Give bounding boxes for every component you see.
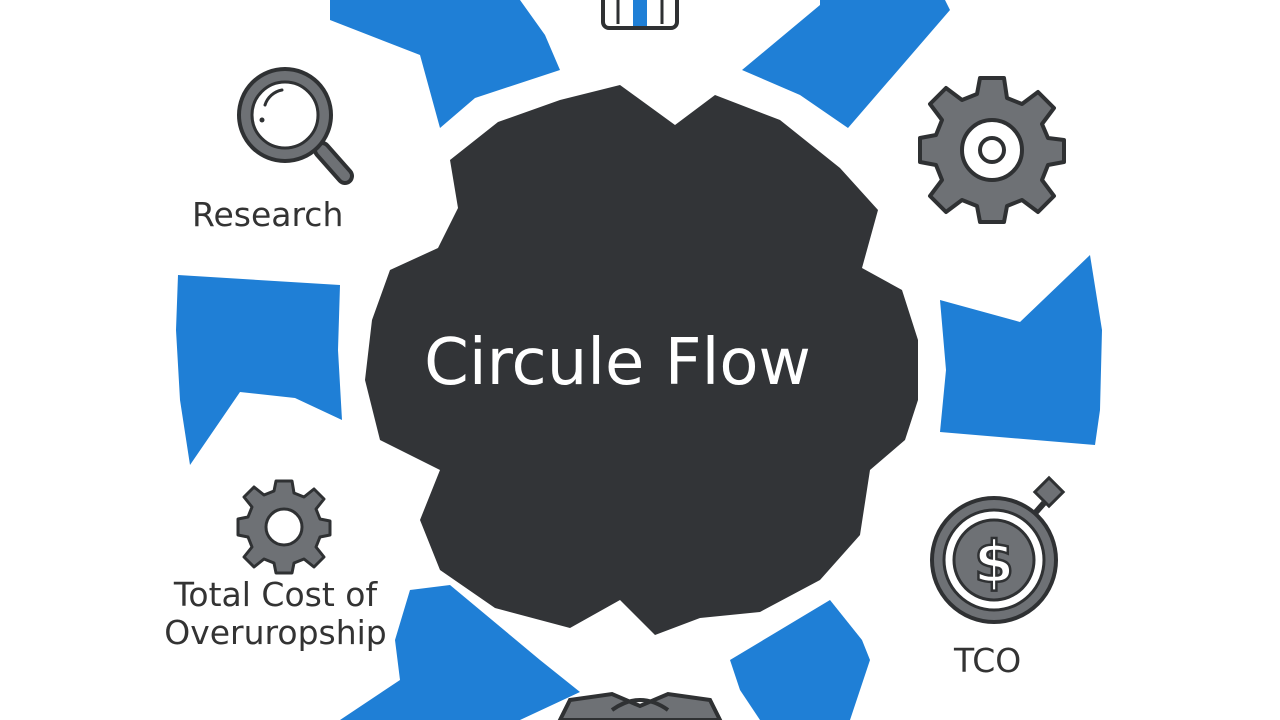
label-total-cost: Total Cost of Overuropship [153,576,398,652]
center-title: Circule Flow [424,326,811,400]
arrow-segment-bottom-right [730,600,870,720]
center-blob [365,85,918,635]
svg-text:$: $ [974,528,1014,596]
handshake-icon [557,691,723,720]
magnifier-icon [237,67,354,185]
arrow-segment-right [940,255,1102,445]
label-total-cost-line2: Overuropship [164,612,387,652]
arrow-segment-top-right [742,0,950,128]
briefcase-icon [601,0,679,30]
arrow-segment-bottom-left [340,585,580,720]
label-research: Research [192,195,344,234]
arrow-segment-left [176,275,342,465]
gear-icon [918,76,1066,224]
arrow-segment-top-left [330,0,560,128]
flow-arrows [176,0,1102,720]
dollar-stopwatch-icon: $ [930,475,1066,624]
gear-icon [236,479,332,575]
label-total-cost-line1: Total Cost of [173,575,378,614]
label-tco: TCO [954,641,1022,680]
